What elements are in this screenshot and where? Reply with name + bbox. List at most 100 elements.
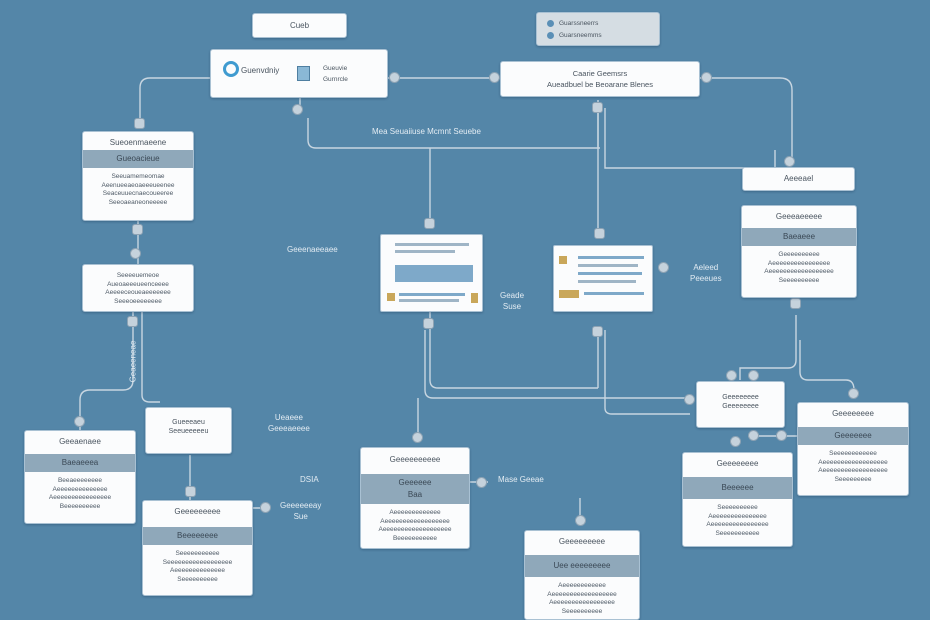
left-card-d[interactable]: Gueeeaeu Seeueeeeeu bbox=[145, 407, 232, 454]
connector-node bbox=[784, 156, 795, 167]
card-line: Seeeeeeeeee bbox=[177, 575, 218, 583]
card-line: Aueoaeeeueenceeee bbox=[107, 280, 169, 288]
legend-label: Guarsneemms bbox=[559, 31, 602, 39]
top-title-pill[interactable]: Cueb bbox=[252, 13, 347, 38]
card-line: Seeeeeeeeee bbox=[561, 607, 603, 615]
left-card-c[interactable]: Geeaenaee Baeaeeea Beeaeeeeeeee Aeeeeeee… bbox=[24, 430, 136, 524]
right-card-r3[interactable]: Geeeeeeee Beeeeee Seeeeeeeeee Aeeeeeeeee… bbox=[682, 452, 793, 547]
card-line: Aeeeeeeeeeeeeeeeeee bbox=[764, 268, 834, 275]
screen-thumbnail[interactable] bbox=[553, 245, 653, 312]
left-card-a[interactable]: Sueoenmaeene Gueoacieue Seeuamemeomae Ae… bbox=[82, 131, 194, 221]
connector-node bbox=[389, 72, 400, 83]
card-line: Aeeeeeeeeeeeeeeee bbox=[767, 259, 831, 267]
header-card-title: Guenvdniy bbox=[241, 66, 280, 75]
side-label-line: Aeleed bbox=[693, 263, 719, 272]
legend-label: Guarssneerrs bbox=[559, 19, 599, 27]
card-line: Seeeeeeeee bbox=[834, 475, 872, 483]
card-title: Geeeeeeee bbox=[716, 459, 759, 468]
card-line: Beeeeeeeeee bbox=[59, 502, 101, 510]
card-line: Geeeeeeeeee bbox=[778, 251, 820, 258]
right-card-r2[interactable]: Geeeeeeee Geeeeeee Seeeeeeeeeeee Aeeeeee… bbox=[797, 402, 909, 496]
thumb-line bbox=[578, 280, 636, 283]
card-line: Seeuamemeomae bbox=[111, 173, 165, 180]
side-label-line: Geeeeeeay bbox=[280, 501, 322, 510]
right-header-line: Aueadbuel be Beoarane Blenes bbox=[547, 80, 653, 89]
side-label-line: Geade bbox=[500, 291, 525, 300]
card-line: Aeeeeeeeeeeeeeeeeee bbox=[380, 517, 450, 525]
card-title: Geeeeeeeee bbox=[558, 537, 606, 546]
card-line: Aeeeeeeeeeeeeeeeeeee bbox=[378, 526, 452, 533]
right-header-card[interactable]: Caarie Geemsrs Aueadbuel be Beoarane Ble… bbox=[500, 61, 700, 97]
connector-node bbox=[185, 486, 196, 497]
logo-icon bbox=[223, 61, 239, 77]
card-line: Aeeeeeeeeeeeeeeeeee bbox=[818, 467, 888, 474]
right-card-small[interactable]: Geeeeeeee Geeeeeeee bbox=[696, 381, 785, 428]
header-card[interactable]: Guenvdniy Gueuvie Gurnrcle bbox=[210, 49, 388, 98]
connector-node bbox=[412, 432, 423, 443]
side-label: Aeleed Peeeues bbox=[690, 262, 722, 284]
card-band: Uee eeeeeeeee bbox=[525, 555, 639, 577]
side-label-line: Geeeaeeee bbox=[268, 424, 310, 433]
header-card-sub: Gueuvie bbox=[323, 65, 348, 72]
card-line: Beeeeeeeeeee bbox=[392, 534, 438, 542]
side-label: DSIA bbox=[300, 475, 319, 484]
connector-node bbox=[848, 388, 859, 399]
card-line: Aeeeeeeeeeeeeeeeee bbox=[549, 599, 615, 606]
right-card-main[interactable]: Geeeaeeeee Baeaeee Geeeeeeeeee Aeeeeeeee… bbox=[741, 205, 857, 298]
thumb-bar bbox=[395, 265, 473, 282]
card-band: Gueoacieue bbox=[83, 150, 193, 168]
card-line: Seeeeeeeeee bbox=[778, 276, 820, 284]
connector-node bbox=[132, 224, 143, 235]
left-card-b[interactable]: Seeeeuemeoe Aueoaeeeueenceeee Aeeeeceoue… bbox=[82, 264, 194, 312]
card-line: Aeeeeeeeeeeeee bbox=[389, 509, 441, 516]
card-band-line: Geeeeee bbox=[398, 478, 432, 487]
side-label-line: Sue bbox=[293, 512, 308, 521]
header-card-sub: Gurnrcle bbox=[323, 76, 348, 83]
card-line: Aeeeeeeeeeeeeee bbox=[52, 485, 108, 493]
connector-node bbox=[575, 515, 586, 526]
card-title: Geeeeeeeee bbox=[174, 507, 221, 516]
card-line: Seeoaeaneoneeeee bbox=[108, 198, 168, 206]
card-band: Baeaeee bbox=[742, 228, 856, 246]
card-line: Aeeeeeeeeeeeeeeee bbox=[706, 521, 769, 528]
connector-label: Mea Seuaiiuse Mcmnt Seuebe bbox=[372, 127, 481, 136]
card-line: Aeenueeaeoaeeeueenee bbox=[101, 181, 175, 189]
connector-node bbox=[748, 370, 759, 381]
legend-dot-icon bbox=[547, 19, 554, 27]
right-head-pill[interactable]: Aeeeael bbox=[742, 167, 855, 191]
document-icon bbox=[297, 66, 310, 81]
connector-node bbox=[748, 430, 759, 441]
center-card-c1[interactable]: Geeeeeeeeee Geeeeee Baa Aeeeeeeeeeeeee A… bbox=[360, 447, 470, 549]
connector-node bbox=[260, 502, 271, 513]
card-line: Seeueeeeeu bbox=[168, 428, 209, 435]
screen-thumbnail[interactable] bbox=[380, 234, 483, 312]
card-line: Beeaeeeeeeee bbox=[57, 477, 103, 484]
connector-node bbox=[292, 104, 303, 115]
connector-node bbox=[594, 228, 605, 239]
thumb-line bbox=[395, 243, 469, 246]
connector-node bbox=[790, 298, 801, 309]
connector-node bbox=[127, 316, 138, 327]
left-card-e[interactable]: Geeeeeeeee Beeeeeeee Seeeeeeeeeee Seeeee… bbox=[142, 500, 253, 596]
card-line: Gueeeaeu bbox=[172, 419, 205, 426]
connector-node bbox=[684, 394, 695, 405]
card-line: Seeeeeeeeeee bbox=[715, 529, 760, 537]
card-line: Geeeeeeee bbox=[722, 403, 759, 410]
card-title: Geeeeeeeeee bbox=[389, 455, 441, 464]
side-label: Mase Geeae bbox=[498, 475, 544, 484]
connector-node bbox=[726, 370, 737, 381]
thumb-line bbox=[399, 293, 465, 296]
card-band-line: Baa bbox=[407, 490, 423, 499]
card-line: Aeeeeeeeeeeee bbox=[558, 582, 606, 589]
side-label-line: Peeeues bbox=[690, 274, 722, 283]
thumb-line bbox=[578, 272, 642, 275]
card-band: Geeeeeee bbox=[798, 427, 908, 445]
thumb-icon bbox=[559, 256, 567, 264]
legend-dot-icon bbox=[547, 31, 554, 39]
card-line: Seaceuuecnaecoueeree bbox=[102, 190, 174, 197]
card-line: Aeeeeeeeeeeeeee bbox=[170, 567, 225, 574]
card-line: Geeeeeeee bbox=[722, 394, 759, 401]
center-card-c2[interactable]: Geeeeeeeee Uee eeeeeeeee Aeeeeeeeeeeee A… bbox=[524, 530, 640, 620]
side-label: Geade Suse bbox=[500, 290, 524, 312]
connector-node bbox=[489, 72, 500, 83]
